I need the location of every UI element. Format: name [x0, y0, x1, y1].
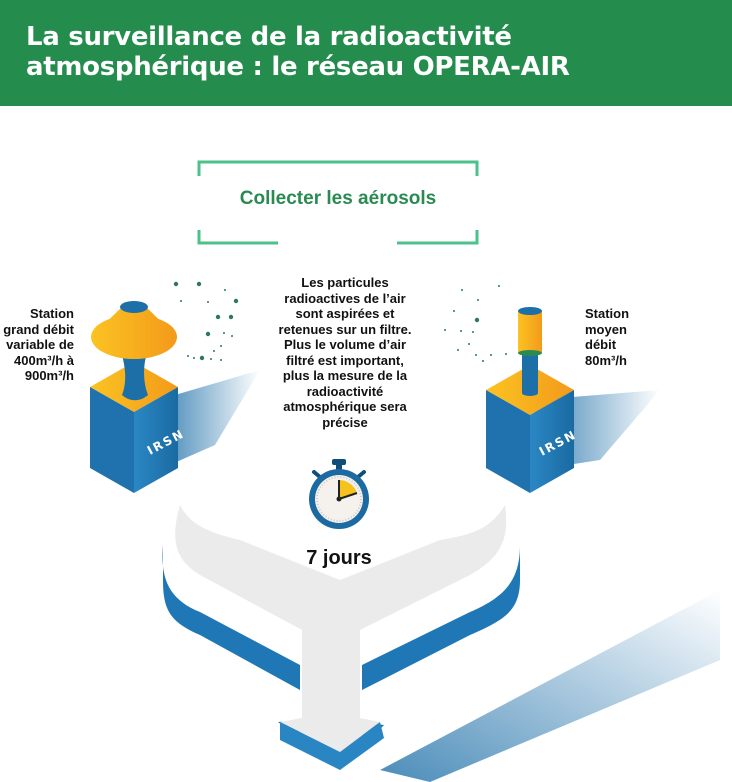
label-line: moyen: [585, 321, 627, 337]
description-line: retenues sur un filtre.: [278, 321, 412, 337]
arrow-shadow: [380, 590, 720, 782]
description-line: précise: [322, 414, 368, 430]
down-arrow: [162, 505, 521, 770]
description-line: Les particules: [301, 275, 389, 290]
description-line: radioactivité: [306, 383, 384, 399]
title-bracket: [197, 160, 479, 245]
duration-label: 7 jours: [306, 547, 372, 569]
right-station: IRSN: [486, 307, 660, 493]
description-line: Plus le volume d’air: [283, 337, 407, 352]
label-line: Station: [29, 306, 74, 321]
particles-right: [444, 285, 507, 362]
page-title: La surveillance de la radioactivité atmo…: [26, 22, 570, 82]
label-line: Station: [585, 306, 630, 321]
title-line-2: atmosphérique : le réseau OPERA-AIR: [26, 52, 570, 82]
label-line: grand débit: [3, 321, 74, 337]
description-text: Les particules radioactives de l’air son…: [266, 275, 424, 430]
label-line: 80m³/h: [585, 352, 627, 368]
description-line: plus la mesure de la: [282, 368, 408, 383]
label-line: 400m³/h à: [14, 352, 74, 368]
header-banner: La surveillance de la radioactivité atmo…: [0, 0, 732, 106]
description-line: atmosphérique sera: [283, 399, 407, 414]
description-line: radioactives de l’air: [284, 290, 406, 306]
label-line: variable de: [6, 337, 74, 352]
label-line: débit: [585, 337, 617, 352]
stopwatch-icon: [309, 459, 369, 529]
right-station-label: Station moyen débit 80m³/h: [585, 306, 665, 368]
label-line: 900m³/h: [24, 368, 74, 383]
particles-left: [173, 281, 239, 361]
description-line: filtré est important,: [286, 352, 404, 368]
step-title: Collecter les aérosols: [239, 188, 437, 209]
left-station: IRSN: [90, 301, 260, 493]
title-line-1: La surveillance de la radioactivité: [26, 22, 512, 52]
description-line: sont aspirées et: [295, 306, 395, 321]
left-station-label: Station grand débit variable de 400m³/h …: [0, 306, 74, 384]
